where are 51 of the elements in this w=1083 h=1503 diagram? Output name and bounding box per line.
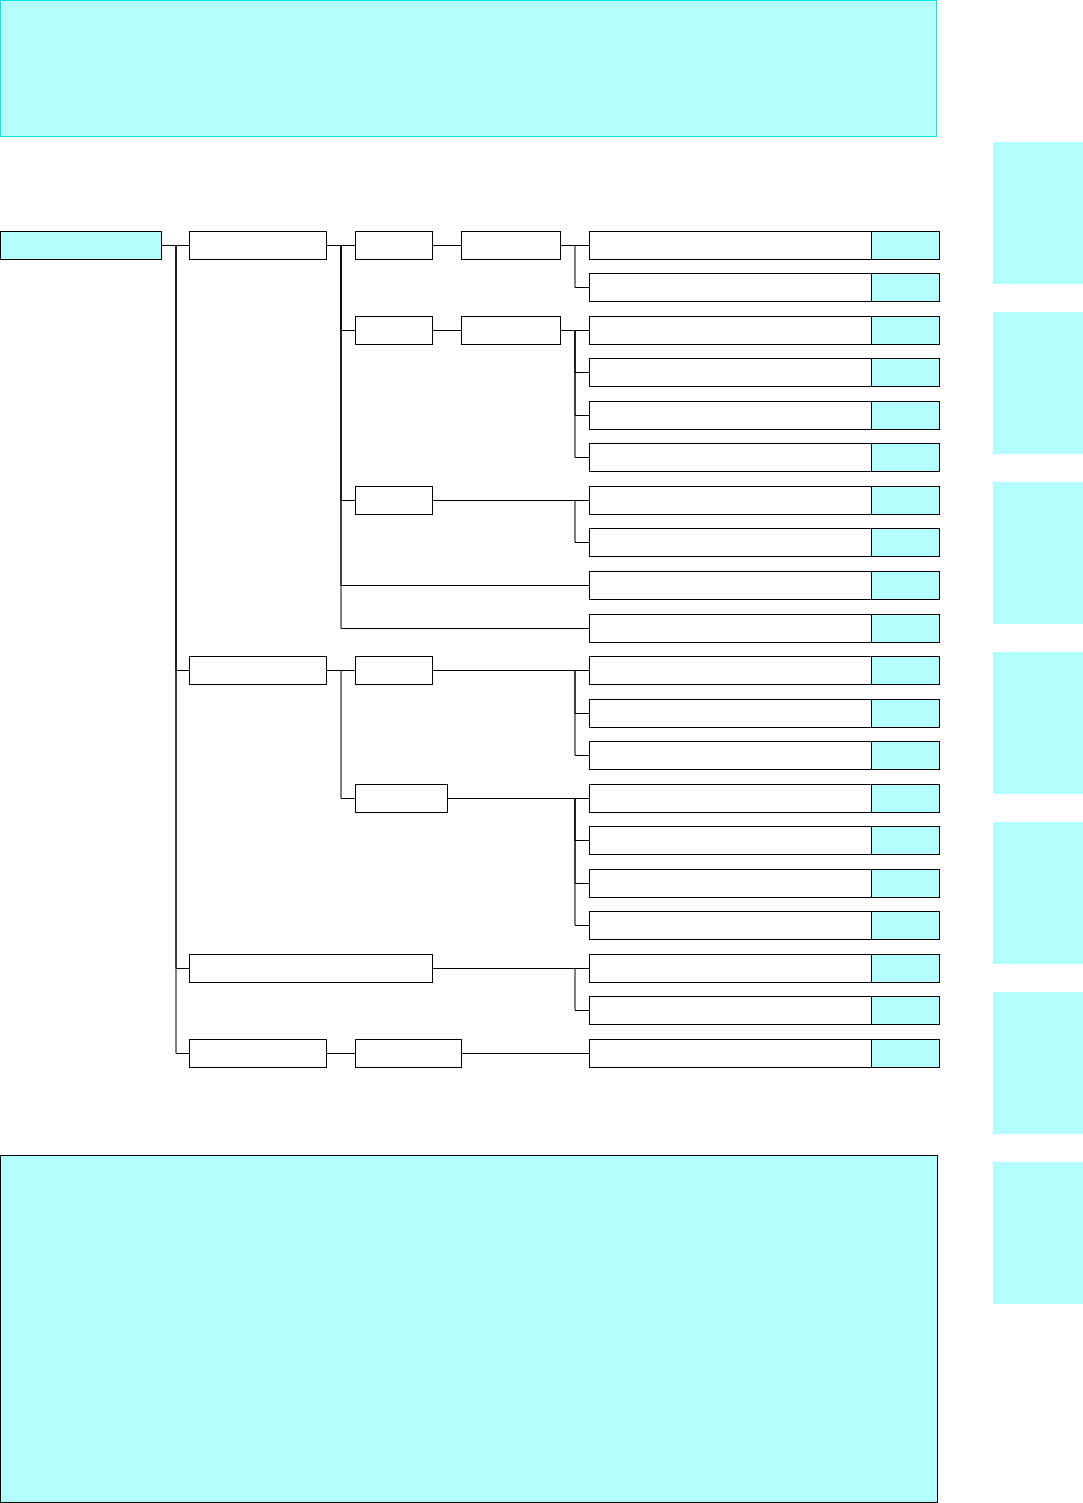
connector-line (326, 1053, 356, 1054)
header-banner (0, 0, 937, 137)
side-tab (993, 142, 1083, 284)
side-tab (993, 822, 1083, 964)
root-box (0, 231, 162, 260)
tree-box (189, 231, 327, 260)
leaf-box (589, 316, 940, 345)
tree-box (355, 231, 433, 260)
leaf-box (589, 954, 940, 983)
tree-box (189, 1039, 327, 1068)
leaf-box (589, 656, 940, 685)
leaf-box (589, 996, 940, 1025)
connector-line (560, 330, 590, 458)
leaf-box (589, 443, 940, 472)
tree-box (355, 316, 433, 345)
side-tab (993, 652, 1083, 794)
leaf-box (589, 486, 940, 515)
leaf-box (589, 826, 940, 855)
leaf-box (589, 401, 940, 430)
connector-line (461, 1053, 590, 1054)
leaf-box (589, 784, 940, 813)
leaf-box (589, 528, 940, 557)
leaf-box (589, 741, 940, 770)
leaf-box (589, 231, 940, 260)
leaf-box (589, 911, 940, 940)
leaf-box (589, 571, 940, 600)
connector-line (447, 798, 590, 926)
side-tab (993, 312, 1083, 454)
side-tab (993, 482, 1083, 624)
tree-box (355, 486, 433, 515)
tree-box (189, 954, 433, 983)
leaf-box (589, 1039, 940, 1068)
connector-line (432, 330, 462, 331)
side-tab (993, 992, 1083, 1134)
leaf-box (589, 869, 940, 898)
tree-box (355, 656, 433, 685)
leaf-box (589, 614, 940, 643)
connector-line (432, 500, 590, 543)
tree-box (355, 1039, 462, 1068)
leaf-box (589, 358, 940, 387)
connector-line (432, 968, 590, 1011)
side-tab (993, 1162, 1083, 1304)
tree-box (189, 656, 327, 685)
footer-panel (0, 1155, 938, 1503)
connector-line (432, 670, 590, 756)
connector-line (432, 245, 462, 246)
tree-box (461, 316, 561, 345)
leaf-box (589, 273, 940, 302)
tree-box (461, 231, 561, 260)
leaf-box (589, 699, 940, 728)
tree-box (355, 784, 448, 813)
